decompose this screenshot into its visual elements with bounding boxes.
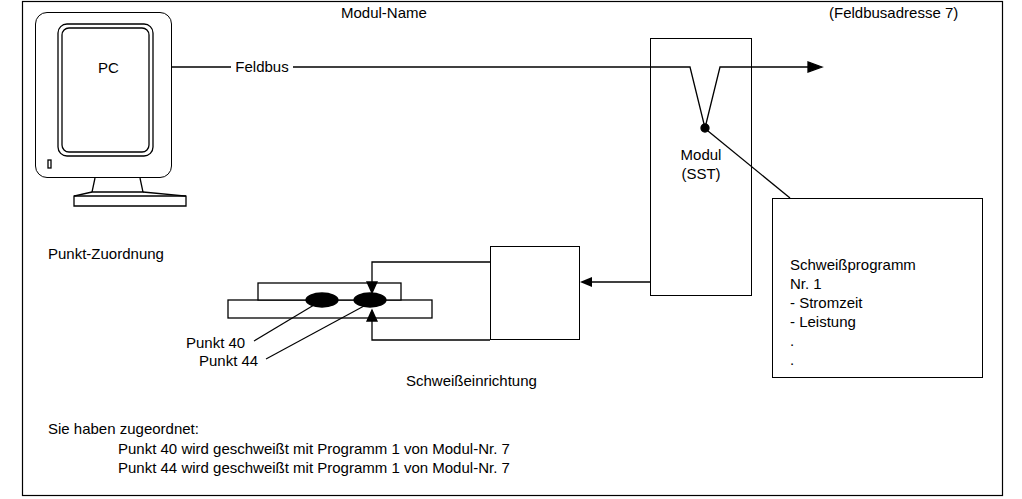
module-box: Modul (SST) (650, 38, 752, 296)
figure-label: Punkt-Zuordnung (48, 245, 164, 263)
monitor-drawing (48, 24, 186, 206)
program-box: SchweißprogrammNr. 1- Stromzeit- Leistun… (772, 198, 983, 378)
figure-label: Punkt 44 wird geschweißt mit Programm 1 … (118, 459, 510, 477)
figure-label: Punkt 40 wird geschweißt mit Programm 1 … (118, 440, 510, 458)
figure-label: Punkt 44 (199, 352, 258, 370)
fieldbus-branch (650, 62, 822, 198)
figure-label: Sie haben zugeordnet: (48, 420, 199, 438)
node-label: Modul (SST) (681, 145, 722, 183)
bus-label: Feldbus (231, 58, 292, 76)
pc-monitor: PC (35, 12, 172, 178)
node-label: Schweißeinrichtung (406, 371, 537, 390)
program-line: Schweißprogramm (790, 255, 972, 274)
welding-unit-box: Schweißeinrichtung (490, 246, 580, 340)
node-label: PC (98, 58, 119, 77)
figure-label: Punkt 40 (186, 334, 245, 352)
program-line: Nr. 1 (790, 274, 972, 293)
workpiece-drawing (228, 283, 432, 318)
connector-line (590, 281, 650, 282)
electrode-lines (367, 262, 490, 340)
point-leaders (254, 305, 364, 359)
figure-label: Modul-Name (341, 4, 427, 22)
program-line: . (790, 331, 972, 350)
program-line: - Leistung (790, 312, 972, 331)
program-line: . (790, 350, 972, 369)
figure-label: (Feldbusadresse 7) (829, 4, 958, 22)
figure-frame (23, 2, 1003, 496)
arrow-head (580, 277, 592, 287)
program-line: - Stromzeit (790, 293, 972, 312)
